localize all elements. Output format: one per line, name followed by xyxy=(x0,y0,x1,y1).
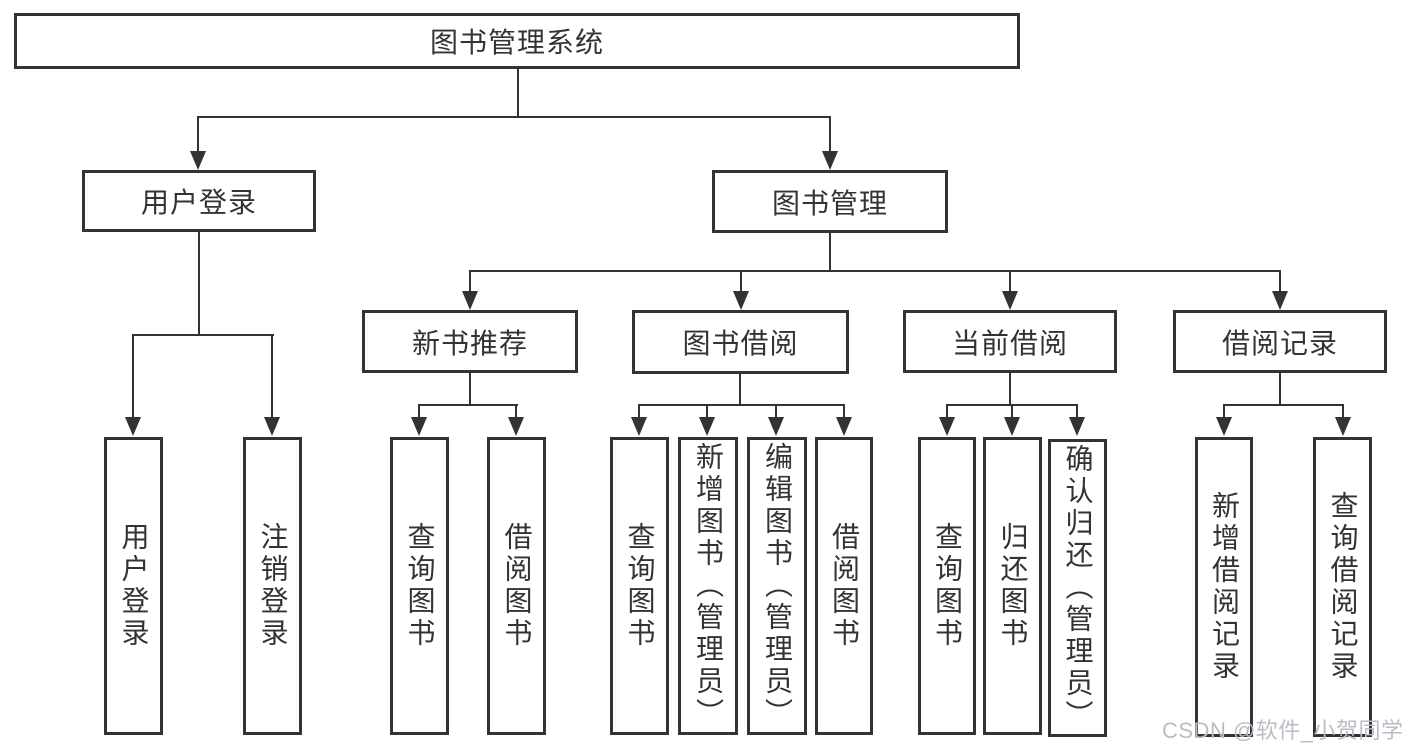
node-user-login-branch: 用户登录 xyxy=(82,170,316,232)
connector-level3-hline xyxy=(469,270,1281,272)
arrow-down-icon xyxy=(1335,417,1351,436)
connector-level3-shaft xyxy=(1279,270,1281,292)
arrow-down-icon xyxy=(631,417,647,436)
connector-leaf-shaft xyxy=(843,404,845,418)
node-label: 归还图书 xyxy=(997,522,1029,650)
leaf-confirm-return-admin: 确认归还（管理员） xyxy=(1048,439,1107,737)
node-book-borrow: 图书借阅 xyxy=(632,310,849,374)
leaf-logout: 注销登录 xyxy=(243,437,302,735)
arrow-down-icon xyxy=(836,417,852,436)
node-label: 用户登录 xyxy=(118,522,150,650)
node-label: 图书管理系统 xyxy=(429,27,604,58)
connector-level3-shaft xyxy=(740,270,742,292)
node-borrow-records: 借阅记录 xyxy=(1173,310,1387,373)
leaf-borrow-books: 借阅图书 xyxy=(815,437,873,735)
connector-user-login-shaft xyxy=(197,116,199,154)
connector-root-stem xyxy=(517,69,519,117)
connector-leaf-shaft xyxy=(1223,404,1225,418)
node-label: 新增借阅记录 xyxy=(1209,491,1240,683)
leaf-query-books: 查询图书 xyxy=(610,437,669,735)
node-label: 查询图书 xyxy=(404,522,436,650)
connector-leaf-shaft xyxy=(706,404,708,418)
node-root: 图书管理系统 xyxy=(14,13,1020,69)
node-label: 查询借阅记录 xyxy=(1327,491,1359,683)
node-label: 图书管理 xyxy=(771,187,888,219)
node-label: 借阅图书 xyxy=(501,522,533,650)
node-label: 查询图书 xyxy=(932,522,963,650)
leaf-user-login: 用户登录 xyxy=(104,437,163,735)
leaf-query-books: 查询图书 xyxy=(390,437,449,735)
connector-borrow-stem xyxy=(739,373,741,406)
connector-leaf-shaft xyxy=(1342,404,1344,418)
node-new-book-recommend: 新书推荐 xyxy=(362,310,578,373)
node-book-management-branch: 图书管理 xyxy=(712,170,948,233)
leaf-add-borrow-record: 新增借阅记录 xyxy=(1195,437,1253,737)
csdn-watermark: CSDN @软件_小贺同学 xyxy=(1162,718,1404,743)
connector-records-hline xyxy=(1223,404,1344,406)
arrow-down-icon xyxy=(411,417,427,436)
leaf-return-book: 归还图书 xyxy=(983,437,1042,735)
connector-borrow-hline xyxy=(638,404,845,406)
connector-user-subtree-stem xyxy=(198,232,200,336)
arrow-down-icon xyxy=(768,417,784,436)
connector-leaf-shaft xyxy=(638,404,640,418)
connector-book-mgmt-shaft xyxy=(829,116,831,154)
connector-level3-shaft xyxy=(1009,270,1011,292)
node-label: 确认归还（管理员） xyxy=(1062,444,1094,732)
arrow-down-icon xyxy=(125,417,141,436)
node-label: 编辑图书（管理员） xyxy=(762,442,793,730)
connector-leaf-shaft xyxy=(418,404,420,418)
connector-records-stem xyxy=(1279,373,1281,406)
leaf-borrow-books: 借阅图书 xyxy=(487,437,546,735)
arrow-down-icon xyxy=(939,417,955,436)
arrow-down-icon xyxy=(508,417,524,436)
arrow-down-icon xyxy=(264,417,280,436)
node-label: 借阅记录 xyxy=(1221,327,1338,359)
connector-mgmt-subtree-stem xyxy=(829,233,831,272)
arrow-down-icon xyxy=(1069,417,1085,436)
node-label: 当前借阅 xyxy=(951,327,1068,359)
arrow-down-icon xyxy=(733,291,749,310)
node-label: 用户登录 xyxy=(140,187,257,218)
connector-current-stem xyxy=(1009,373,1011,406)
arrow-down-icon xyxy=(1002,291,1018,310)
arrow-down-icon xyxy=(1004,417,1020,436)
node-label: 借阅图书 xyxy=(829,522,860,650)
arrow-down-icon xyxy=(822,151,838,170)
connector-leaf-shaft xyxy=(775,404,777,418)
leaf-edit-book-admin: 编辑图书（管理员） xyxy=(747,437,807,735)
node-label: 注销登录 xyxy=(257,522,289,650)
arrow-down-icon xyxy=(190,151,206,170)
connector-user-subtree-hline xyxy=(132,334,274,336)
leaf-add-book-admin: 新增图书（管理员） xyxy=(678,437,738,735)
connector-leaf-shaft xyxy=(946,404,948,418)
node-label: 新增图书（管理员） xyxy=(693,442,724,730)
node-label: 图书借阅 xyxy=(682,328,799,359)
connector-level2-hline xyxy=(197,116,831,118)
arrow-down-icon xyxy=(1216,417,1232,436)
node-label: 新书推荐 xyxy=(411,327,528,359)
connector-leaf-shaft xyxy=(1076,404,1078,418)
node-label: 查询图书 xyxy=(624,522,656,650)
connector-leaf-shaft xyxy=(132,334,134,418)
arrow-down-icon xyxy=(699,417,715,436)
connector-leaf-shaft xyxy=(271,334,273,418)
connector-leaf-shaft xyxy=(1011,404,1013,418)
connector-newrec-stem xyxy=(469,373,471,406)
node-current-borrow: 当前借阅 xyxy=(903,310,1117,373)
arrow-down-icon xyxy=(1272,291,1288,310)
connector-level3-shaft xyxy=(469,270,471,292)
arrow-down-icon xyxy=(462,291,478,310)
connector-newrec-hline xyxy=(418,404,518,406)
leaf-query-books: 查询图书 xyxy=(918,437,976,735)
leaf-query-borrow-record: 查询借阅记录 xyxy=(1313,437,1372,737)
connector-leaf-shaft xyxy=(515,404,517,418)
